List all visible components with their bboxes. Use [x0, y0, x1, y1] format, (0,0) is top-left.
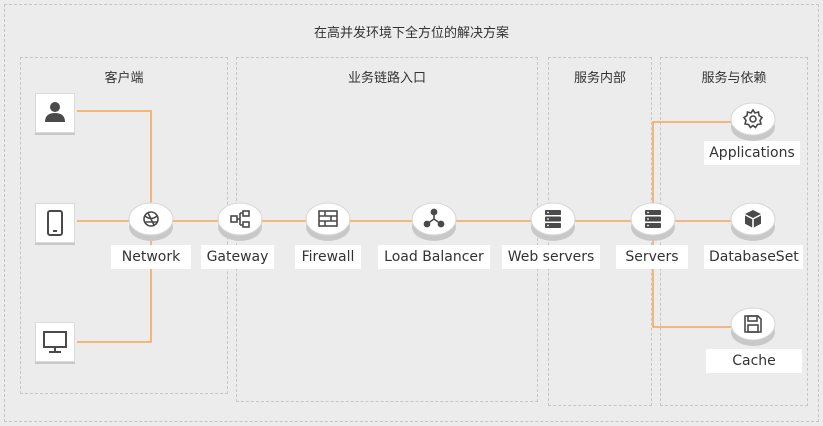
link-monitor-network — [77, 233, 152, 343]
node-web-servers[interactable] — [529, 197, 577, 245]
client-user[interactable] — [35, 93, 75, 133]
save-icon — [744, 315, 762, 333]
label-firewall: Firewall — [295, 245, 361, 269]
gateway-icon — [230, 210, 250, 228]
gear-icon — [742, 108, 764, 129]
client-phone[interactable] — [35, 203, 75, 243]
label-gateway: Gateway — [201, 245, 274, 269]
link-servers-apps — [652, 121, 737, 206]
label-network: Network — [111, 245, 191, 269]
node-database-set[interactable] — [729, 197, 777, 245]
node-servers[interactable] — [629, 197, 677, 245]
label-web-servers: Web servers — [502, 245, 600, 269]
cube-icon — [745, 210, 761, 228]
node-load-balancer[interactable] — [410, 197, 458, 245]
node-network[interactable] — [127, 197, 175, 245]
diagram-title: 在高并发环境下全方位的解决方案 — [313, 26, 509, 41]
client-monitor[interactable] — [35, 322, 75, 362]
network-icon — [143, 211, 159, 227]
node-cache[interactable] — [729, 302, 777, 350]
node-applications[interactable] — [729, 97, 777, 145]
label-load-balancer: Load Balancer — [378, 245, 490, 269]
firewall-icon — [318, 210, 338, 227]
label-database-set: DatabaseSet — [704, 245, 803, 269]
label-cache: Cache — [706, 349, 802, 373]
server-icon — [545, 210, 561, 228]
server-icon — [645, 210, 661, 228]
zone-internal-title: 服务内部 — [573, 71, 626, 86]
zone-entry-title: 业务链路入口 — [347, 71, 426, 86]
outer-frame — [4, 4, 819, 422]
link-user-network — [77, 110, 152, 205]
label-servers: Servers — [616, 245, 688, 269]
zone-deps-title: 服务与依赖 — [701, 71, 767, 86]
user-icon — [45, 102, 65, 122]
node-firewall[interactable] — [304, 197, 352, 245]
load-balancer-icon — [423, 208, 445, 228]
zone-client-title: 客户端 — [104, 71, 144, 86]
phone-icon — [47, 210, 63, 236]
label-applications: Applications — [704, 141, 800, 165]
node-gateway[interactable] — [216, 197, 264, 245]
monitor-icon — [43, 331, 67, 353]
